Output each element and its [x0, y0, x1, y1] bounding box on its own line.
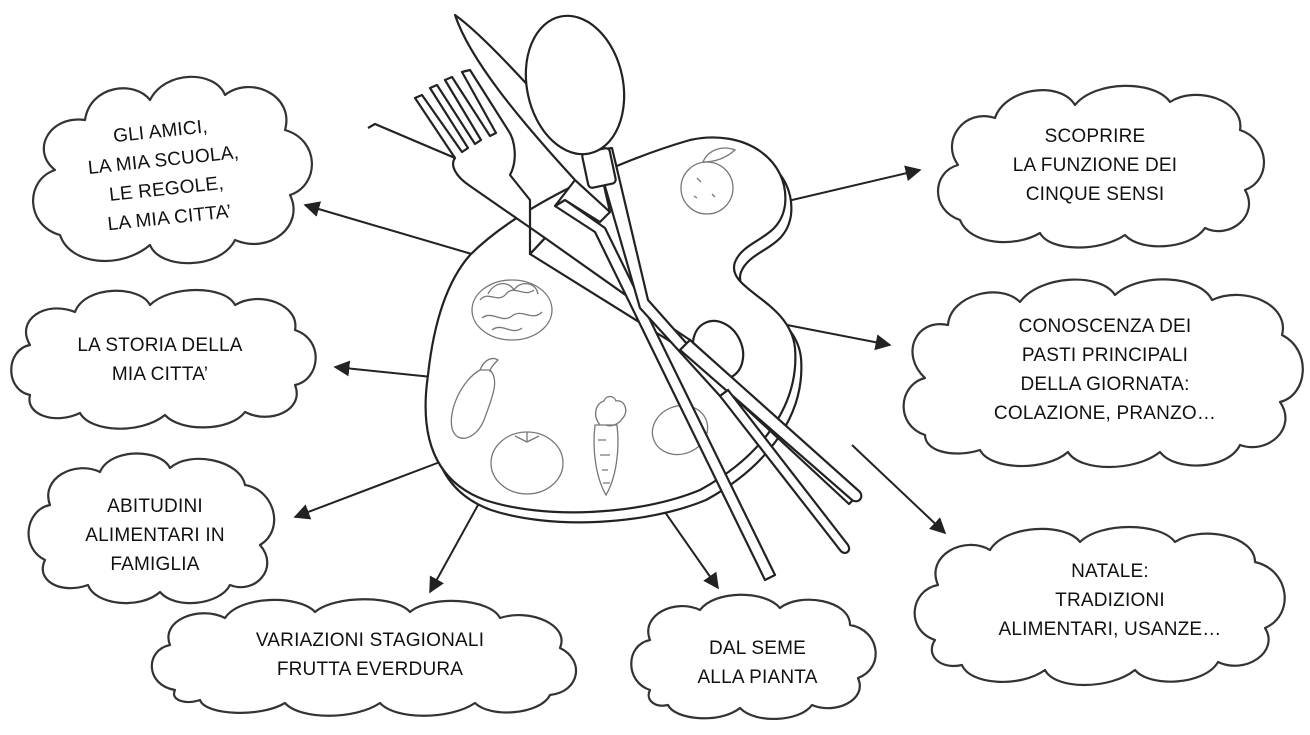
- cloud-line: ABITUDINI: [107, 492, 203, 521]
- cloud-text-amici: GLI AMICI, LA MIA SCUOLA, LE REGOLE, LA …: [39, 98, 291, 252]
- cloud-line: PASTI PRINCIPALI: [1022, 341, 1188, 370]
- arrow-to-amici: [305, 205, 475, 255]
- cloud-line: VARIAZIONI STAGIONALI: [256, 626, 484, 655]
- cloud-line: MIA CITTA’: [112, 360, 208, 389]
- cloud-line: TRADIZIONI: [1055, 586, 1165, 615]
- arrow-to-conosc: [787, 325, 890, 345]
- cloud-line: ALIMENTARI, USANZE…: [998, 615, 1221, 644]
- arrow-to-variaz: [430, 505, 478, 592]
- cloud-line: ALLA PIANTA: [697, 663, 817, 692]
- cloud-text-variazioni: VARIAZIONI STAGIONALI FRUTTA EVERDURA: [170, 615, 570, 695]
- cloud-text-scoprire: SCOPRIRE LA FUNZIONE DEI CINQUE SENSI: [940, 95, 1250, 235]
- cloud-text-natale: NATALE: TRADIZIONI ALIMENTARI, USANZE…: [920, 540, 1300, 660]
- cloud-line: DELLA GIORNATA:: [1020, 370, 1189, 399]
- cloud-line: NATALE:: [1071, 557, 1149, 586]
- cloud-line: DAL SEME: [709, 634, 806, 663]
- cloud-line: ALIMENTARI IN: [85, 521, 225, 550]
- arrow-to-abitud: [295, 462, 440, 517]
- cloud-text-storia: LA STORIA DELLA MIA CITTA’: [20, 315, 300, 405]
- cloud-line: FAMIGLIA: [110, 550, 199, 579]
- cloud-line: CONOSCENZA DEI: [1019, 312, 1192, 341]
- arrow-to-scoprire: [775, 170, 920, 204]
- arrow-to-natale: [852, 445, 945, 533]
- cloud-text-conoscenza: CONOSCENZA DEI PASTI PRINCIPALI DELLA GI…: [910, 290, 1300, 450]
- cloud-line: COLAZIONE, PRANZO…: [994, 399, 1216, 428]
- cloud-line: SCOPRIRE: [1045, 122, 1146, 151]
- cloud-line: LA STORIA DELLA: [77, 331, 242, 360]
- cloud-text-seme: DAL SEME ALLA PIANTA: [635, 620, 880, 705]
- cloud-line: LA FUNZIONE DEI: [1013, 151, 1178, 180]
- cloud-line: FRUTTA EVERDURA: [277, 655, 463, 684]
- cloud-line: CINQUE SENSI: [1026, 180, 1165, 209]
- arrow-to-storia: [335, 367, 432, 377]
- cloud-text-abitudini: ABITUDINI ALIMENTARI IN FAMIGLIA: [35, 480, 275, 590]
- arrow-to-seme: [660, 505, 718, 588]
